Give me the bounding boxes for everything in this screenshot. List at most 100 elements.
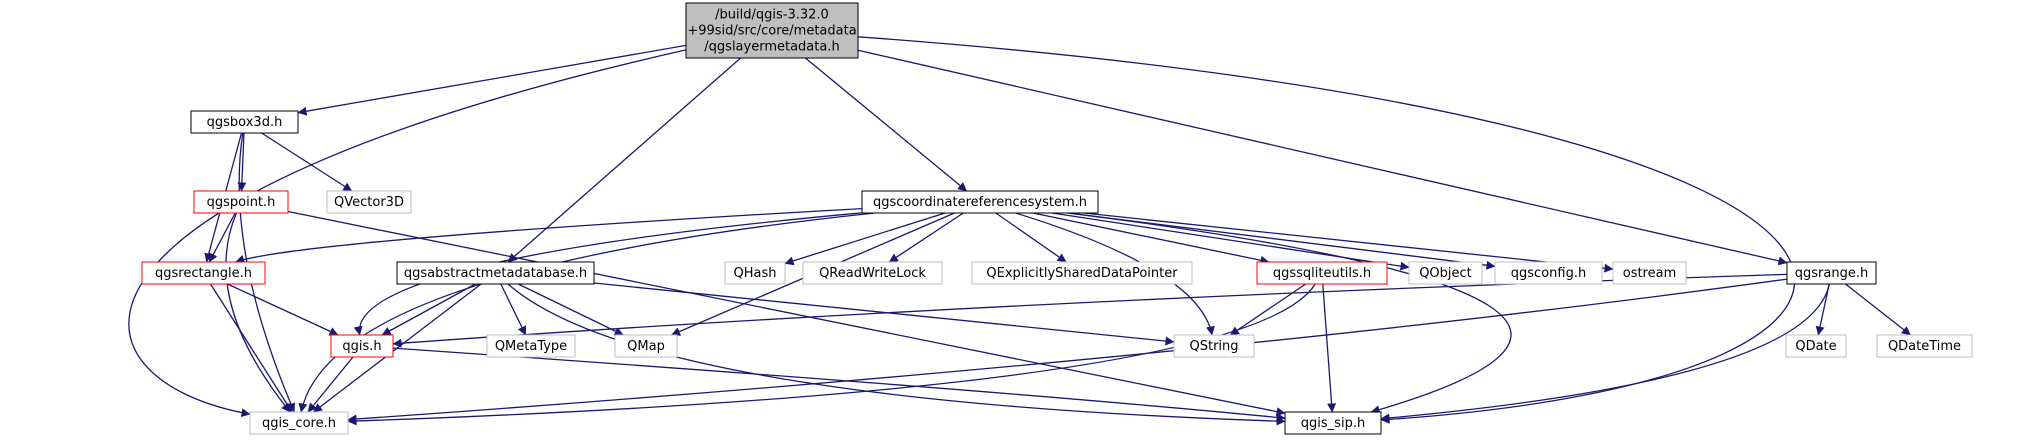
node-box: [685, 2, 859, 59]
node-qmetatype: QMetaType: [486, 334, 576, 358]
node-qobject: QObject: [1408, 261, 1483, 285]
node-label: +99sid/src/core/metadata: [687, 24, 856, 39]
node-qdatetime: QDateTime: [1876, 334, 1973, 358]
edge-root-to-qgiscore: [128, 49, 687, 418]
edge-qgscrs-to-qgiscore: [298, 212, 875, 413]
node-qgsrectangle[interactable]: qgsrectangle.h: [141, 261, 266, 285]
node-label: QVector3D: [334, 195, 404, 210]
node-label: QString: [1189, 339, 1238, 354]
node-box: [1612, 261, 1687, 285]
node-label: QObject: [1419, 266, 1472, 281]
edges-layer: [128, 36, 1911, 426]
node-label: qgis_sip.h: [1301, 416, 1365, 431]
edge-qgsrange-to-qdate: [1815, 283, 1830, 336]
node-box: [141, 261, 266, 285]
node-qgiscore: qgis_core.h: [249, 411, 349, 435]
edge-qgis-to-qgiscore: [307, 356, 354, 413]
node-qgis[interactable]: qgis.h: [330, 334, 394, 358]
edge-qgssqliteutils-to-qgiscore: [347, 283, 1316, 426]
edge-qgsbox3d-to-qvector3d: [261, 132, 353, 192]
edge-qgscrs-to-qgissip: [1067, 212, 1512, 414]
edge-qgsbox3d-to-qgiscore: [238, 132, 296, 413]
edge-qgscrs-to-qgsrectangle: [235, 207, 863, 264]
edge-qgscrs-to-qgssqliteutils: [1032, 212, 1270, 265]
node-label: QReadWriteLock: [819, 266, 926, 281]
edge-qgscrs-to-qobject: [1052, 212, 1410, 271]
node-label: QMap: [627, 339, 665, 354]
edge-root-to-qgsabstract: [507, 57, 742, 263]
node-qmap: QMap: [614, 334, 678, 358]
node-box: [193, 190, 289, 214]
node-box: [330, 334, 394, 358]
edge-qgsrectangle-to-qgis: [227, 283, 339, 336]
node-qvector3d: QVector3D: [326, 190, 412, 214]
edge-qgsrectangle-to-qgiscore: [209, 283, 293, 413]
node-qgscrs[interactable]: qgscoordinatereferencesystem.h: [861, 190, 1099, 214]
edge-qgspoint-to-qgiscore: [225, 212, 291, 413]
node-box: [1786, 261, 1877, 285]
node-box: [1876, 334, 1973, 358]
node-box: [1256, 261, 1388, 285]
node-label: qgsbox3d.h: [207, 115, 283, 130]
edge-qgsabstract-to-qmap: [517, 283, 624, 336]
edge-qgsbox3d-to-qgspoint: [237, 132, 247, 192]
edge-qgscrs-to-qexplicit: [995, 212, 1067, 263]
node-box: [802, 261, 943, 285]
node-label: qgssqliteutils.h: [1273, 266, 1371, 281]
node-ostream: ostream: [1612, 261, 1687, 285]
node-box: [190, 110, 299, 134]
node-box: [1494, 261, 1603, 285]
edge-qgsabstract-to-qgis: [381, 283, 476, 336]
node-qreadwritelock: QReadWriteLock: [802, 261, 943, 285]
node-label: qgspoint.h: [207, 195, 276, 210]
edge-qgssqliteutils-to-qgissip: [1322, 283, 1337, 413]
node-box: [1408, 261, 1483, 285]
edge-qgscrs-to-qhash: [784, 212, 946, 266]
node-label: qgscoordinatereferencesystem.h: [873, 195, 1087, 210]
edge-qgsrange-to-qgiscore: [347, 278, 1788, 424]
node-box: [971, 261, 1193, 285]
node-box: [249, 411, 349, 435]
edge-qgsabstract-to-qmetatype: [500, 283, 527, 336]
edge-qgis-to-qgissip: [392, 347, 1286, 422]
node-qstring: QString: [1173, 334, 1255, 358]
edge-qgsabstract-to-qgissip: [507, 283, 1286, 426]
node-label: qgsrectangle.h: [155, 266, 252, 281]
edge-root-to-qgissip: [857, 36, 1796, 424]
edge-root-to-qgsbox3d: [297, 44, 687, 116]
node-box: [396, 261, 595, 285]
node-qgssqliteutils[interactable]: qgssqliteutils.h: [1256, 261, 1388, 285]
node-qgissip[interactable]: qgis_sip.h: [1284, 411, 1382, 435]
node-label: QDate: [1795, 339, 1836, 354]
node-box: [1173, 334, 1255, 358]
edge-root-to-qgscrs: [804, 57, 968, 192]
node-root[interactable]: /build/qgis-3.32.0+99sid/src/core/metada…: [685, 2, 859, 59]
edge-qgspoint-to-qgsrectangle: [208, 212, 236, 263]
node-box: [1284, 411, 1382, 435]
node-label: QHash: [734, 266, 777, 281]
node-box: [326, 190, 412, 214]
node-label: qgsabstractmetadatabase.h: [404, 266, 587, 281]
edge-root-to-qgsrange: [857, 49, 1788, 266]
node-label: QDateTime: [1888, 339, 1961, 354]
node-label: qgis.h: [342, 339, 381, 354]
node-box: [1785, 334, 1847, 358]
node-label: QExplicitlySharedDataPointer: [986, 266, 1178, 281]
node-label: ostream: [1623, 266, 1677, 281]
node-qgsbox3d[interactable]: qgsbox3d.h: [190, 110, 299, 134]
edge-qgscrs-to-qreadwritelock: [888, 212, 964, 263]
node-box: [724, 261, 786, 285]
node-qgsconfig: qgsconfig.h: [1494, 261, 1603, 285]
node-qgsrange[interactable]: qgsrange.h: [1786, 261, 1877, 285]
node-label: qgis_core.h: [262, 416, 336, 431]
edge-qgssqliteutils-to-qstring: [1229, 283, 1307, 336]
node-qgsabstract[interactable]: qgsabstractmetadatabase.h: [396, 261, 595, 285]
node-qhash: QHash: [724, 261, 786, 285]
edge-qgsrange-to-qdatetime: [1845, 283, 1911, 336]
node-label: qgsrange.h: [1795, 266, 1868, 281]
edge-qgsrange-to-qgissip: [1380, 283, 1830, 423]
node-label: /build/qgis-3.32.0: [715, 8, 829, 23]
node-box: [861, 190, 1099, 214]
node-qgspoint[interactable]: qgspoint.h: [193, 190, 289, 214]
